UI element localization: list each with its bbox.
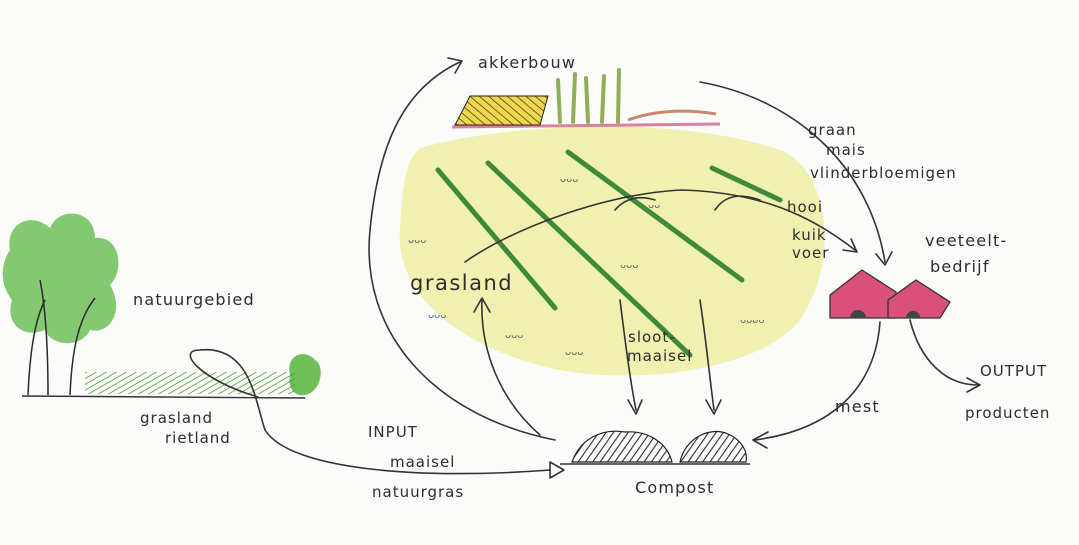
svg-text:ᴗᴗᴗ: ᴗᴗᴗ [505, 330, 523, 341]
label-natuurgebied: natuurgebied [133, 290, 255, 309]
svg-text:ᴗᴗᴗ: ᴗᴗᴗ [565, 347, 583, 358]
label-vlinderbloemigen: vlinderbloemigen [810, 164, 957, 182]
label-veeteelt-line1: veeteelt- [925, 231, 1007, 250]
label-compost: Compost [635, 478, 715, 497]
label-mest: mest [835, 397, 880, 416]
svg-text:ᴗᴗᴗ: ᴗᴗᴗ [560, 174, 578, 185]
label-akkerbouw: akkerbouw [478, 53, 576, 72]
svg-text:ᴗᴗᴗᴗ: ᴗᴗᴗᴗ [740, 315, 764, 326]
svg-text:ᴗᴗ: ᴗᴗ [648, 200, 660, 211]
label-input: INPUT [368, 423, 418, 441]
label-hooi: hooi [787, 198, 823, 216]
label-slootmaaisel-line1: sloot- [628, 328, 676, 346]
label-grasland: grasland [410, 271, 513, 295]
label-grasland-rietland-line1: grasland [140, 409, 213, 427]
compost-heaps [560, 431, 750, 464]
maize-plants [558, 70, 619, 122]
label-producten: producten [965, 404, 1050, 422]
svg-text:ᴗᴗᴗ: ᴗᴗᴗ [428, 310, 446, 321]
label-slootmaaisel-line2: maaisel [627, 347, 692, 365]
crop-field [452, 70, 720, 127]
arrow-farm-to-output [910, 320, 978, 385]
farm-buildings [830, 270, 950, 318]
label-grasland-rietland-line2: rietland [165, 429, 231, 447]
arrow-nature-to-compost [190, 350, 550, 474]
label-output: OUTPUT [980, 362, 1047, 380]
svg-text:ᴗᴗᴗ: ᴗᴗᴗ [620, 260, 638, 271]
label-veeteelt-line2: bedrijf [930, 257, 990, 276]
label-kuikvoer-line1: kuik [792, 226, 827, 244]
label-mais: mais [826, 141, 866, 159]
label-natuurgras: natuurgras [372, 483, 464, 501]
label-graan: graan [808, 121, 857, 139]
label-kuikvoer-line2: voer [792, 244, 829, 262]
label-maaisel: maaisel [390, 453, 455, 471]
svg-text:ᴗᴗᴗ: ᴗᴗᴗ [408, 235, 426, 246]
grassland-field: ᴗᴗᴗ ᴗᴗᴗ ᴗᴗᴗ ᴗᴗᴗ ᴗᴗᴗ ᴗᴗᴗᴗ ᴗᴗᴗ ᴗᴗ [400, 127, 825, 376]
